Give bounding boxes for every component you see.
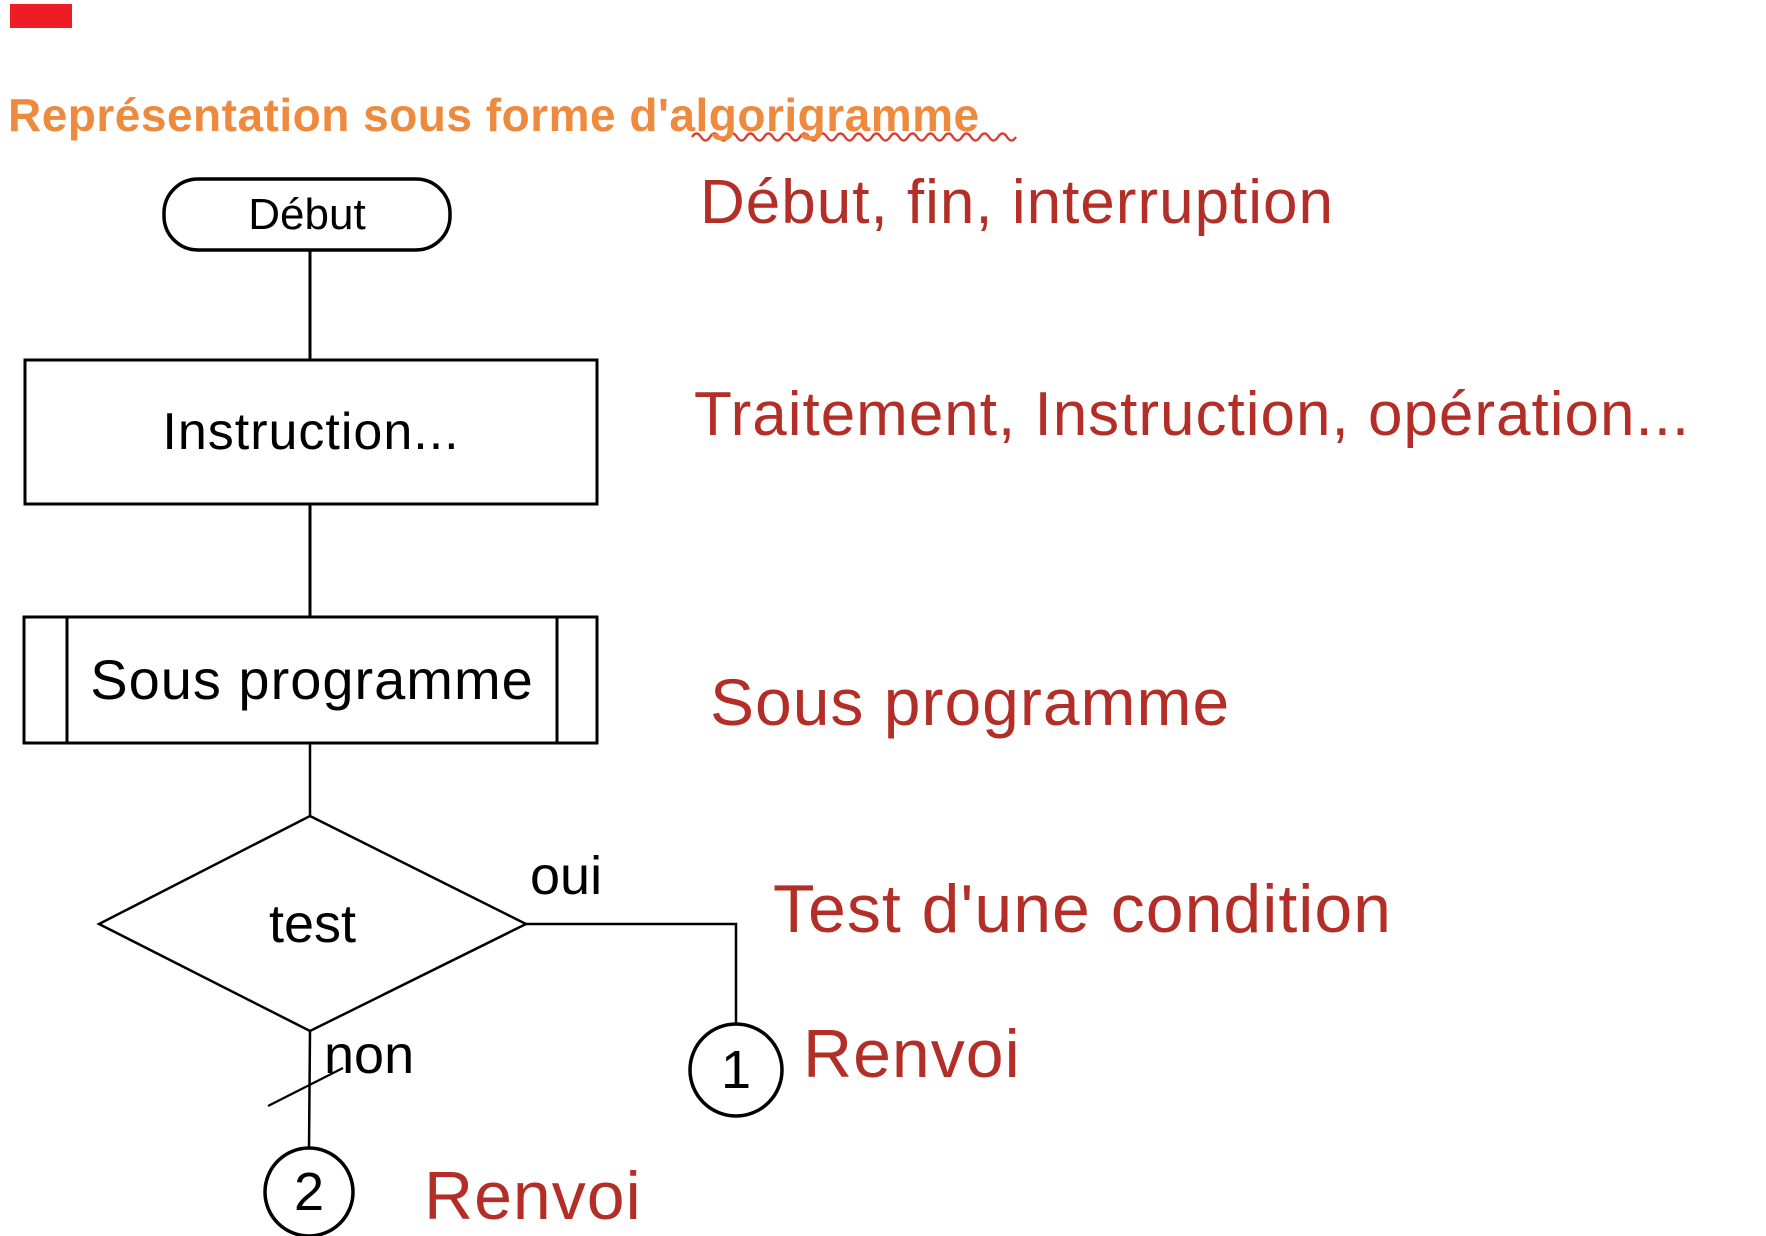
red-accent-bar [10,4,72,28]
connector-2-number: 2 [293,1162,325,1222]
connector-circle-2 [263,1146,355,1236]
branch-no-label: non [324,1025,415,1085]
connector-1-number: 1 [720,1040,752,1100]
subroutine-label: Sous programme [90,648,534,711]
legend-connector-2: Renvoi [424,1158,642,1234]
branch-yes-label: oui [530,846,603,906]
decision-label: test [268,893,357,954]
legend-connector-1: Renvoi [803,1016,1021,1092]
legend-subroutine: Sous programme [710,665,1231,739]
branch-yes-line [526,922,738,1024]
legend-process: Traitement, Instruction, opération... [694,380,1691,449]
terminator-shape-debut [162,177,452,252]
connector-circle-1 [688,1022,784,1118]
legend-terminator: Début, fin, interruption [700,168,1335,237]
terminator-label: Début [248,189,366,239]
legend-decision: Test d'une condition [773,871,1392,947]
branch-no-line [307,1030,312,1149]
spellcheck-squiggle [690,132,1018,142]
process-label: Instruction... [162,403,460,461]
page-title: Représentation sous forme d'algorigramme [8,89,980,141]
branch-no-tick [267,1067,344,1107]
